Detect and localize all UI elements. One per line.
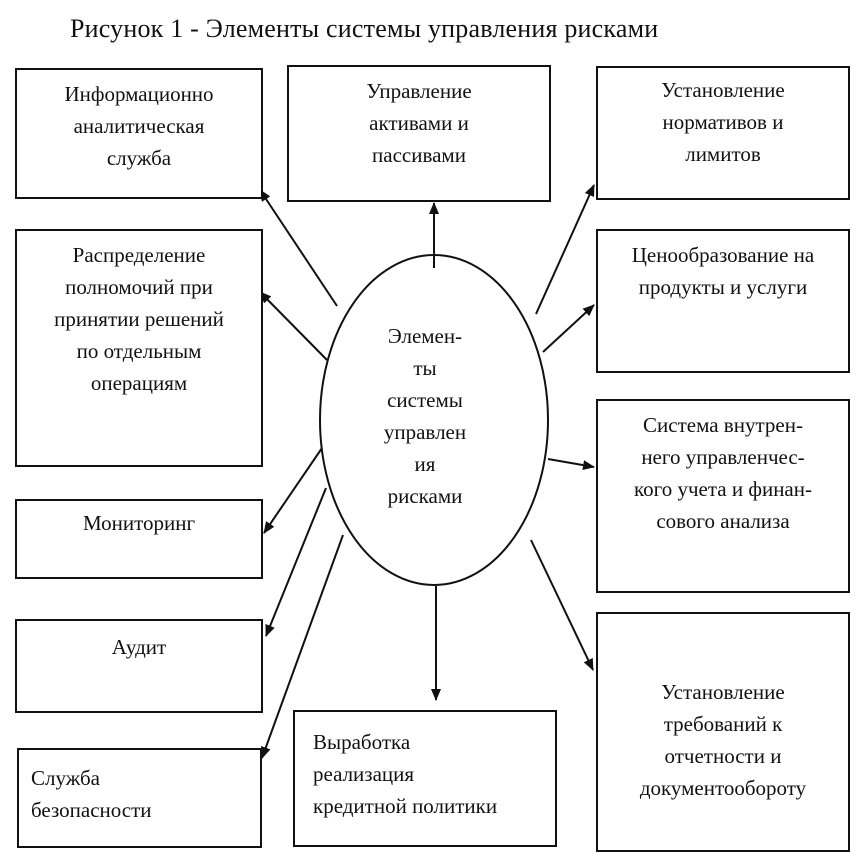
arrow-to-monitoring (263, 447, 323, 534)
box-authority-distribution: Распределение полномочий при принятии ре… (15, 229, 263, 467)
box-security-service: Служба безопасности (17, 748, 262, 848)
box-pricing: Ценообразование на продукты и услуги (596, 229, 850, 373)
box-audit: Аудит (15, 619, 263, 713)
box-credit-policy: Выработка реализация кредитной политики (293, 710, 557, 847)
arrow-to-pricing (542, 304, 595, 353)
box-reporting-requirements: Установление требований к отчетности и д… (596, 612, 850, 852)
figure-title: Рисунок 1 - Элементы системы управления … (70, 14, 659, 43)
arrow-to-reporting (530, 539, 594, 671)
box-monitoring: Мониторинг (15, 499, 263, 579)
box-info-analytics: Информационно аналитическая служба (15, 68, 263, 199)
arrow-to-audit (265, 487, 327, 637)
arrow-to-info (259, 189, 338, 307)
box-internal-accounting: Система внутрен- него управленчес- кого … (596, 399, 850, 593)
arrow-to-authority (259, 291, 328, 361)
arrow-to-norms (535, 184, 595, 315)
arrow-to-accounting (547, 458, 595, 471)
box-norms-limits: Установление нормативов и лимитов (596, 66, 850, 200)
center-label: Элемен- ты системы управлен ия рисками (383, 324, 467, 508)
box-assets-liabilities: Управление активами и пассивами (287, 65, 551, 202)
arrow-to-security (261, 534, 344, 759)
